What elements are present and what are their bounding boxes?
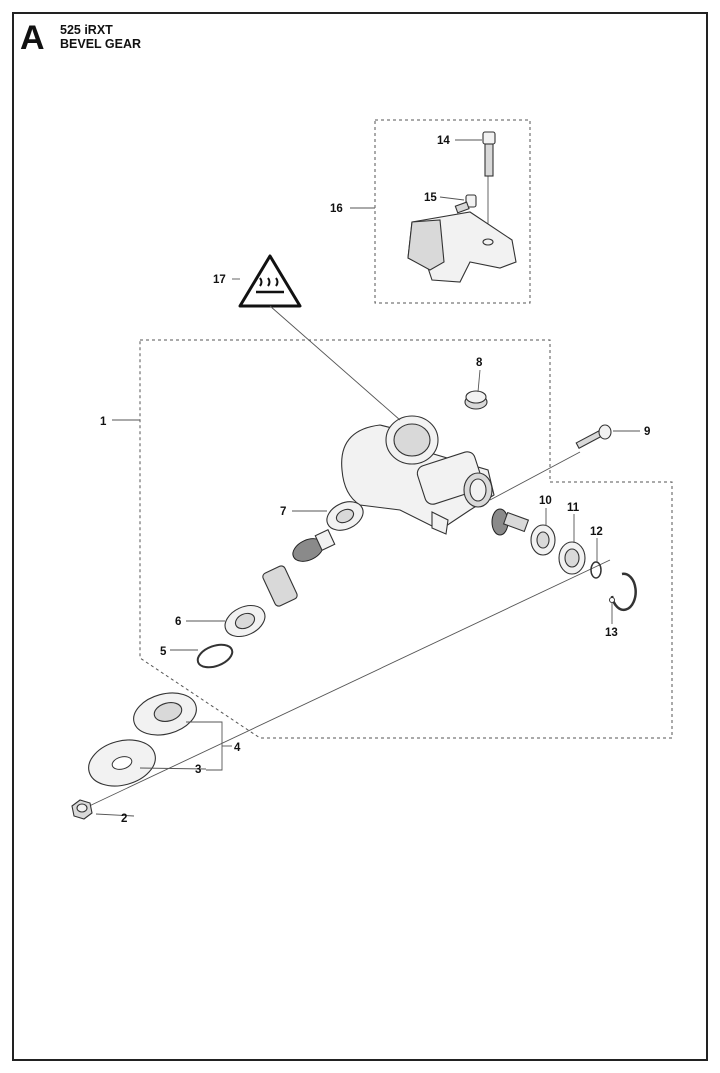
part-14-screw[interactable] — [482, 131, 496, 177]
callout-3: 3 — [195, 764, 201, 776]
section-letter: A — [20, 19, 45, 57]
callout-7: 7 — [280, 506, 286, 518]
model-name: 525 iRXT — [60, 23, 113, 37]
group-box-16 — [374, 119, 531, 304]
callout-4: 4 — [234, 742, 241, 754]
part-9-bolt[interactable] — [575, 424, 612, 449]
part-13-circlip[interactable] — [609, 572, 637, 612]
callout-15: 15 — [424, 192, 437, 204]
part-10-bearing[interactable] — [530, 524, 556, 556]
part-5-snap-ring[interactable] — [195, 640, 236, 671]
part-17-warning-label — [238, 254, 302, 308]
part-6-bearing[interactable] — [220, 599, 270, 642]
part-16-bracket[interactable] — [407, 211, 517, 283]
part-15-screw[interactable] — [454, 194, 477, 214]
bevel-gear-shaft[interactable] — [262, 529, 336, 608]
part-3-washer[interactable] — [83, 733, 160, 793]
part-11-bearing[interactable] — [558, 541, 586, 575]
part-12-ring[interactable] — [590, 561, 602, 579]
callout-9: 9 — [644, 426, 650, 438]
callout-13: 13 — [605, 627, 618, 639]
part-8-plug[interactable] — [464, 390, 488, 410]
callout-10: 10 — [539, 495, 552, 507]
callout-5: 5 — [160, 646, 167, 658]
assembly-axis — [84, 559, 611, 809]
part-2-nut[interactable] — [71, 799, 93, 820]
callout-6: 6 — [175, 616, 181, 628]
callout-16: 16 — [330, 203, 343, 215]
callout-17: 17 — [213, 274, 226, 286]
pinion-gear[interactable] — [491, 508, 530, 536]
bolt-axis — [489, 451, 581, 501]
part-4-support-cup[interactable] — [129, 686, 201, 741]
callout-2: 2 — [121, 813, 127, 825]
callout-11: 11 — [567, 502, 580, 514]
page-frame — [12, 12, 708, 1061]
gear-housing[interactable] — [341, 415, 495, 535]
group-box-1 — [139, 339, 673, 739]
callout-14: 14 — [437, 135, 450, 147]
callout-12: 12 — [590, 526, 603, 538]
callout-1: 1 — [100, 416, 107, 428]
part-7-bearing[interactable] — [322, 496, 367, 536]
callout-8: 8 — [476, 357, 483, 369]
leader-lines — [95, 139, 640, 817]
diagram-title: BEVEL GEAR — [60, 37, 142, 51]
